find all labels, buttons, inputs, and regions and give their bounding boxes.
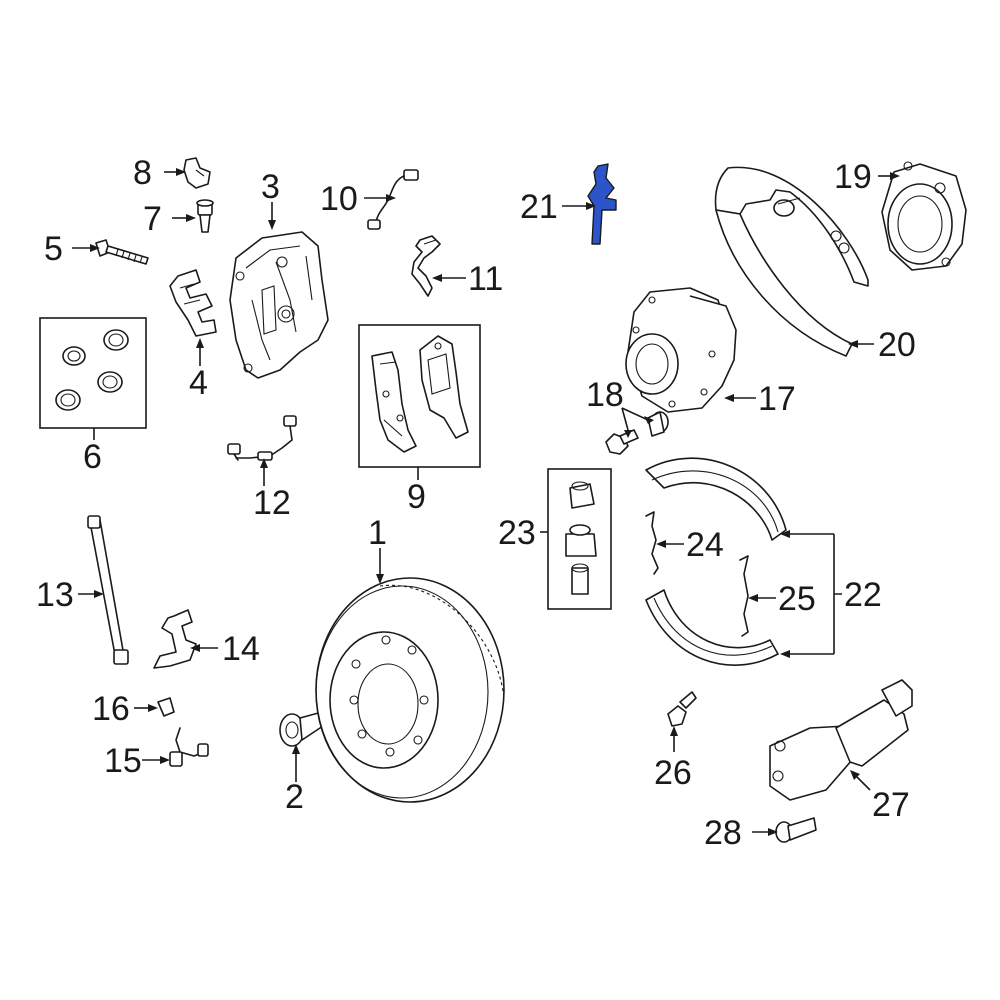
leader-lines <box>72 168 900 836</box>
part-4-caliper-bracket[interactable] <box>169 269 217 337</box>
part-1-brake-rotor[interactable] <box>315 577 505 803</box>
callout-2: 2 <box>285 778 304 816</box>
part-7-bleeder-screw[interactable] <box>196 199 214 233</box>
part-23-adjuster-kit[interactable] <box>547 468 612 610</box>
part-3-brake-caliper[interactable] <box>229 231 329 379</box>
part-25-spring[interactable] <box>739 555 749 637</box>
part-19-wheel-bearing[interactable] <box>881 161 967 271</box>
callout-21: 21 <box>520 188 558 226</box>
callout-24: 24 <box>686 526 724 564</box>
callout-17: 17 <box>758 380 796 418</box>
callout-3: 3 <box>261 168 280 206</box>
callout-12: 12 <box>253 484 291 522</box>
callout-6: 6 <box>83 438 102 476</box>
callout-labels: 1 2 3 4 5 6 7 8 9 10 11 12 13 14 15 16 1… <box>36 154 916 852</box>
callout-16: 16 <box>92 690 130 728</box>
part-12-wear-sensor[interactable] <box>227 415 297 461</box>
part-6-seal-kit[interactable] <box>39 317 147 429</box>
callout-8: 8 <box>133 154 152 192</box>
callout-1: 1 <box>368 514 387 552</box>
part-8-clip[interactable] <box>183 157 211 189</box>
part-22-parking-brake-shoes[interactable] <box>645 457 787 666</box>
callout-9: 9 <box>407 478 426 516</box>
part-20-backing-plate[interactable] <box>714 166 869 357</box>
callout-11: 11 <box>468 260 503 298</box>
part-11-spring-clip[interactable] <box>411 235 441 297</box>
callout-20: 20 <box>878 326 916 364</box>
callout-23: 23 <box>498 514 536 552</box>
part-14-retainer-bracket[interactable] <box>153 609 197 669</box>
part-21-abs-sensor-bracket[interactable] <box>587 163 617 245</box>
callout-10: 10 <box>320 180 358 218</box>
callout-18: 18 <box>586 376 624 414</box>
part-28-bolt[interactable] <box>775 817 817 843</box>
part-13-guide-rod[interactable] <box>87 515 129 665</box>
callout-13: 13 <box>36 576 74 614</box>
callout-15: 15 <box>104 742 142 780</box>
part-15-sensor-connector[interactable] <box>169 727 209 767</box>
callout-14: 14 <box>222 630 260 668</box>
part-5-bolt[interactable] <box>95 239 149 265</box>
callout-4: 4 <box>189 364 208 402</box>
callout-5: 5 <box>44 230 63 268</box>
callout-7: 7 <box>143 200 162 238</box>
part-24-spring[interactable] <box>645 511 659 575</box>
part-17-wheel-hub[interactable] <box>625 287 737 413</box>
callout-19: 19 <box>834 158 872 196</box>
callout-22: 22 <box>844 576 882 614</box>
callout-25: 25 <box>778 580 816 618</box>
callout-26: 26 <box>654 754 692 792</box>
callout-27: 27 <box>872 786 910 824</box>
callout-28: 28 <box>704 814 742 852</box>
part-9-brake-pad-set[interactable] <box>358 324 481 468</box>
part-10-wear-sensor[interactable] <box>367 169 419 230</box>
part-16-clip[interactable] <box>157 697 175 717</box>
part-26-fitting[interactable] <box>667 691 697 727</box>
part-18-hub-bolts[interactable] <box>605 411 669 455</box>
part-27-parking-brake-actuator[interactable] <box>769 679 913 801</box>
